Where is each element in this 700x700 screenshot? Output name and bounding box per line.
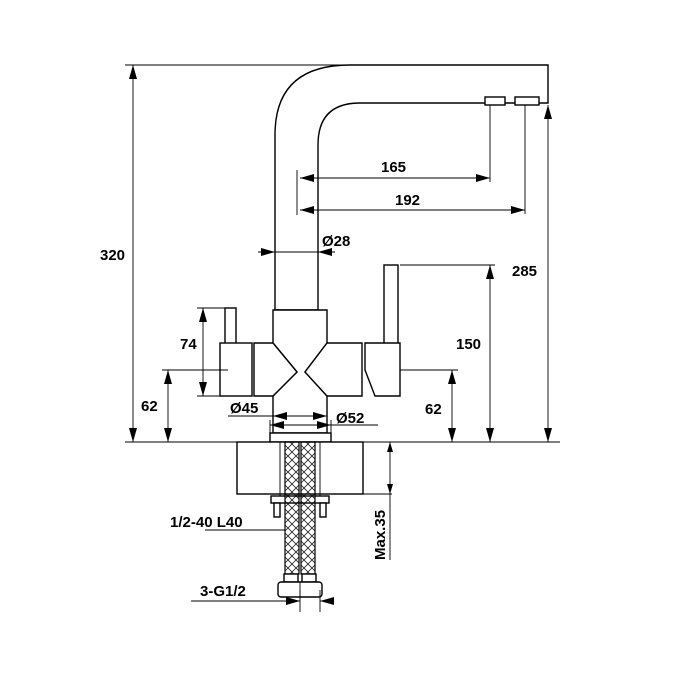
right-lever xyxy=(383,264,399,346)
spout xyxy=(274,64,549,311)
dim-reach-165: 165 xyxy=(381,159,406,176)
counter-section xyxy=(236,441,364,495)
dim-reach-192: 192 xyxy=(395,192,420,209)
dim-mounting-thread: 1/2-40 L40 xyxy=(170,514,243,531)
right-cylinder xyxy=(304,342,363,397)
outlet-aerator-1 xyxy=(484,96,506,106)
base-plate xyxy=(269,432,332,443)
dim-handle-axis-right: 62 xyxy=(425,401,442,418)
dim-max-counter: Max.35 xyxy=(372,510,389,560)
left-lever xyxy=(224,307,237,345)
left-handle xyxy=(219,342,253,397)
dim-base-diameter: Ø52 xyxy=(336,410,364,427)
dim-handle-axis-left: 62 xyxy=(141,398,158,415)
dim-body-diameter: Ø45 xyxy=(230,400,258,417)
right-handle xyxy=(364,342,401,397)
stud-left xyxy=(273,502,281,518)
dim-hose-connections: 3-G1/2 xyxy=(200,583,246,600)
dim-spout-height: 285 xyxy=(512,263,537,280)
dim-handle-span: 74 xyxy=(180,336,197,353)
mounting-nut xyxy=(270,495,330,504)
dimension-lines xyxy=(125,64,552,612)
stud-right xyxy=(319,502,327,518)
hose-1 xyxy=(284,441,300,575)
dim-lever-height: 150 xyxy=(456,336,481,353)
fitting-2 xyxy=(301,573,317,583)
left-cylinder xyxy=(253,342,298,397)
dim-tube-diameter: Ø28 xyxy=(322,233,350,250)
dim-total-height: 320 xyxy=(100,247,125,264)
fitting-1 xyxy=(283,573,299,583)
hose-2 xyxy=(300,441,316,575)
outlet-aerator-2 xyxy=(514,96,540,106)
